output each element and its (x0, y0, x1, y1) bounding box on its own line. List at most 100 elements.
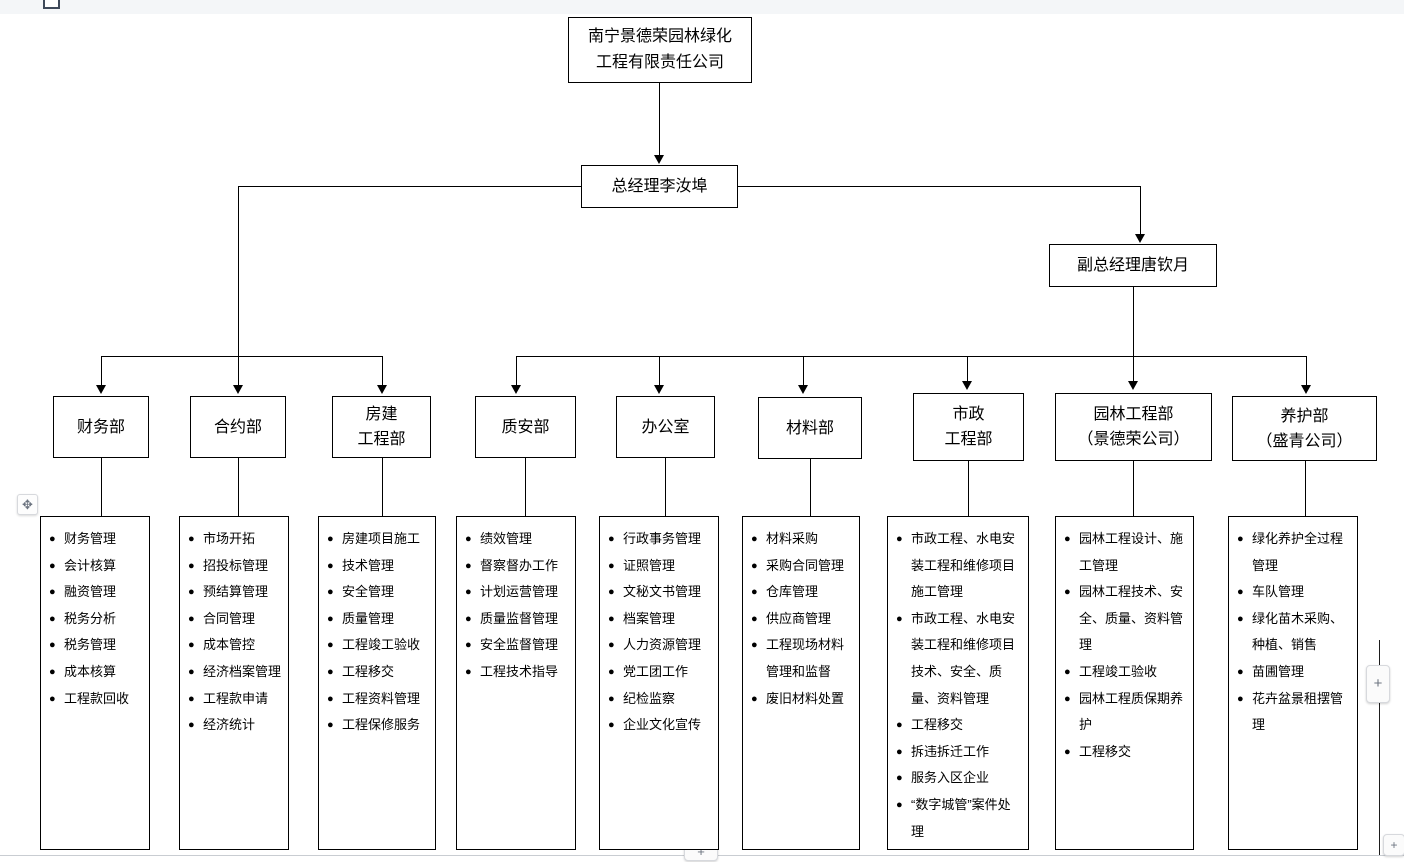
node-department-finance[interactable]: 财务部 (53, 396, 149, 458)
connector-gm-deputy-v (1140, 186, 1141, 234)
node-deputy-manager[interactable]: 副总经理唐钦月 (1049, 244, 1217, 287)
duty-item: 档案管理 (608, 606, 712, 633)
node-department-maintenance-line1: 养护部 (1280, 407, 1329, 425)
duty-item: 园林工程质保期养护 (1064, 686, 1187, 739)
duty-item: 工程移交 (896, 712, 1022, 739)
duty-item: 安全监督管理 (465, 632, 569, 659)
duty-item: 技术管理 (327, 553, 429, 580)
duty-item: 成本核算 (49, 659, 143, 686)
connector-deputy-down (1133, 287, 1134, 356)
arrow-quality-safety (511, 385, 521, 394)
duty-item: 合同管理 (188, 606, 282, 633)
top-resize-handle[interactable] (43, 0, 60, 9)
duty-panel-landscape: 园林工程设计、施工管理园林工程技术、安全、质量、资料管理工程竣工验收园林工程质保… (1055, 516, 1194, 850)
drop-housing (382, 356, 383, 385)
duty-item: 工程竣工验收 (1064, 659, 1187, 686)
add-column-button[interactable]: + (1366, 665, 1390, 703)
node-company[interactable]: 南宁景德荣园林绿化 工程有限责任公司 (568, 17, 752, 83)
duty-item: 采购合同管理 (751, 553, 853, 580)
duty-item: 服务入区企业 (896, 765, 1022, 792)
node-department-contract[interactable]: 合约部 (190, 396, 286, 458)
move-handle-icon[interactable]: ✥ (17, 494, 38, 515)
arrow-material (798, 385, 808, 394)
duty-item: 园林工程技术、安全、质量、资料管理 (1064, 579, 1187, 659)
node-company-line2: 工程有限责任公司 (595, 54, 724, 71)
duty-item: 融资管理 (49, 579, 143, 606)
arrow-contract (233, 385, 243, 394)
node-deputy-manager-label: 副总经理唐钦月 (1076, 256, 1189, 274)
node-department-housing[interactable]: 房建 工程部 (332, 396, 431, 458)
duty-item: 园林工程设计、施工管理 (1064, 526, 1187, 579)
arrow-municipal (962, 381, 972, 390)
duty-item: 经济统计 (188, 712, 282, 739)
duty-panel-municipal: 市政工程、水电安装工程和维修项目施工管理市政工程、水电安装工程和维修项目技术、安… (887, 516, 1029, 850)
editor-top-strip (0, 0, 1404, 14)
node-department-office[interactable]: 办公室 (616, 396, 715, 458)
node-department-office-line1: 办公室 (641, 418, 690, 436)
node-department-housing-line2: 工程部 (357, 431, 406, 448)
duty-item: 市政工程、水电安装工程和维修项目技术、安全、质量、资料管理 (896, 606, 1022, 712)
duty-item: 材料采购 (751, 526, 853, 553)
node-department-material[interactable]: 材料部 (758, 397, 862, 459)
right-guide-line (1379, 640, 1380, 855)
drop-maintenance (1306, 356, 1307, 385)
node-department-maintenance[interactable]: 养护部 （盛青公司） (1232, 396, 1377, 461)
duty-panel-housing: 房建项目施工技术管理安全管理质量管理工程竣工验收工程移交工程资料管理工程保修服务 (318, 516, 436, 850)
duty-panel-maintenance: 绿化养护全过程管理车队管理绿化苗木采购、种植、销售苗圃管理花卉盆景租摆管理 (1228, 516, 1358, 850)
stem-quality-safety (525, 458, 526, 516)
node-general-manager[interactable]: 总经理李汝埠 (581, 165, 738, 208)
connector-gm-deputy-h (738, 186, 1140, 187)
node-department-landscape-line2: （景德荣公司） (1077, 431, 1190, 448)
node-department-municipal-line1: 市政 (952, 406, 985, 423)
duty-item: 工程移交 (1064, 739, 1187, 766)
connector-company-gm (659, 83, 660, 155)
duty-item: 工程竣工验收 (327, 632, 429, 659)
node-department-landscape[interactable]: 园林工程部 （景德荣公司） (1055, 393, 1212, 461)
duty-item: 质量监督管理 (465, 606, 569, 633)
duty-item: 车队管理 (1237, 579, 1351, 606)
connector-gm-left-h (238, 186, 582, 187)
duty-item: 安全管理 (327, 579, 429, 606)
drop-contract (238, 356, 239, 385)
arrow-office (654, 385, 664, 394)
stem-housing (382, 458, 383, 516)
duty-item: 行政事务管理 (608, 526, 712, 553)
stem-landscape (1133, 461, 1134, 516)
arrow-gm-deputy (1135, 234, 1145, 243)
node-department-municipal[interactable]: 市政 工程部 (913, 393, 1024, 461)
duty-item: 市场开拓 (188, 526, 282, 553)
node-department-maintenance-line2: （盛青公司） (1256, 432, 1353, 450)
add-cell-button[interactable]: + (1383, 834, 1404, 856)
duty-item: 税务管理 (49, 632, 143, 659)
duty-item: 绿化苗木采购、种植、销售 (1237, 606, 1351, 659)
duty-item: 质量管理 (327, 606, 429, 633)
duty-panel-office: 行政事务管理证照管理文秘文书管理档案管理人力资源管理党工团工作纪检监察企业文化宣… (599, 516, 719, 850)
stem-finance (101, 458, 102, 516)
duty-item: 花卉盆景租摆管理 (1237, 686, 1351, 739)
duty-item: 房建项目施工 (327, 526, 429, 553)
duty-item: 工程款申请 (188, 686, 282, 713)
duty-item: 税务分析 (49, 606, 143, 633)
duty-item: 证照管理 (608, 553, 712, 580)
node-department-contract-line1: 合约部 (213, 418, 262, 436)
drop-landscape (1133, 356, 1134, 381)
duty-item: 苗圃管理 (1237, 659, 1351, 686)
arrow-housing (377, 385, 387, 394)
stem-maintenance (1305, 461, 1306, 516)
duty-item: 绿化养护全过程管理 (1237, 526, 1351, 579)
drop-office (659, 356, 660, 385)
node-department-quality-safety[interactable]: 质安部 (475, 396, 576, 458)
duty-item: 工程保修服务 (327, 712, 429, 739)
arrow-company-gm (654, 155, 664, 164)
duty-item: 党工团工作 (608, 659, 712, 686)
stem-office (665, 458, 666, 516)
node-general-manager-label: 总经理李汝埠 (611, 177, 708, 195)
duty-item: 人力资源管理 (608, 632, 712, 659)
node-department-quality-safety-line1: 质安部 (501, 418, 550, 436)
arrow-finance (96, 385, 106, 394)
duty-item: 纪检监察 (608, 686, 712, 713)
stem-material (810, 459, 811, 516)
stem-contract (238, 458, 239, 516)
node-department-material-line1: 材料部 (785, 419, 834, 437)
duty-item: 废旧材料处置 (751, 686, 853, 713)
